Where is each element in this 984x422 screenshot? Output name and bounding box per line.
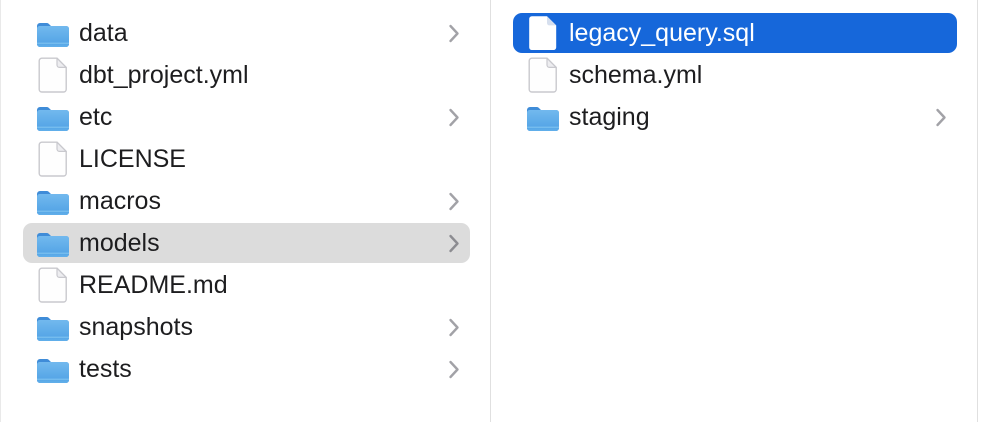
chevron-right-icon [447,316,460,338]
item-label: LICENSE [79,144,186,173]
finder-column-1: data dbt_project.yml [1,0,491,422]
item-label: dbt_project.yml [79,60,249,89]
list-item-macros[interactable]: macros [23,181,470,221]
item-label: data [79,18,128,47]
chevron-right-icon [934,106,947,128]
item-label: legacy_query.sql [569,18,755,47]
item-label: README.md [79,270,228,299]
file-icon [36,141,70,177]
item-label: staging [569,102,650,131]
folder-icon [526,99,560,135]
item-label: models [79,228,160,257]
item-label: schema.yml [569,60,703,89]
chevron-right-icon [447,106,460,128]
list-item-license[interactable]: LICENSE [23,139,470,179]
folder-icon [36,225,70,261]
folder-icon [36,183,70,219]
list-item-tests[interactable]: tests [23,349,470,389]
folder-icon [36,15,70,51]
list-item-data[interactable]: data [23,13,470,53]
finder-column-3 [978,0,984,422]
file-icon [36,267,70,303]
file-icon [526,15,560,51]
list-item-legacy-query-sql[interactable]: legacy_query.sql [513,13,957,53]
list-item-models[interactable]: models [23,223,470,263]
file-icon [36,57,70,93]
folder-icon [36,309,70,345]
list-item-snapshots[interactable]: snapshots [23,307,470,347]
list-item-staging[interactable]: staging [513,97,957,137]
finder-column-2: legacy_query.sql schema.yml staging [491,0,978,422]
list-item-etc[interactable]: etc [23,97,470,137]
item-label: snapshots [79,312,193,341]
list-item-readme-md[interactable]: README.md [23,265,470,305]
list-item-dbt-project-yml[interactable]: dbt_project.yml [23,55,470,95]
chevron-right-icon [447,22,460,44]
item-label: etc [79,102,113,131]
chevron-right-icon [447,232,460,254]
chevron-right-icon [447,190,460,212]
file-icon [526,57,560,93]
folder-icon [36,99,70,135]
item-label: tests [79,354,132,383]
item-label: macros [79,186,161,215]
list-item-schema-yml[interactable]: schema.yml [513,55,957,95]
chevron-right-icon [447,358,460,380]
folder-icon [36,351,70,387]
